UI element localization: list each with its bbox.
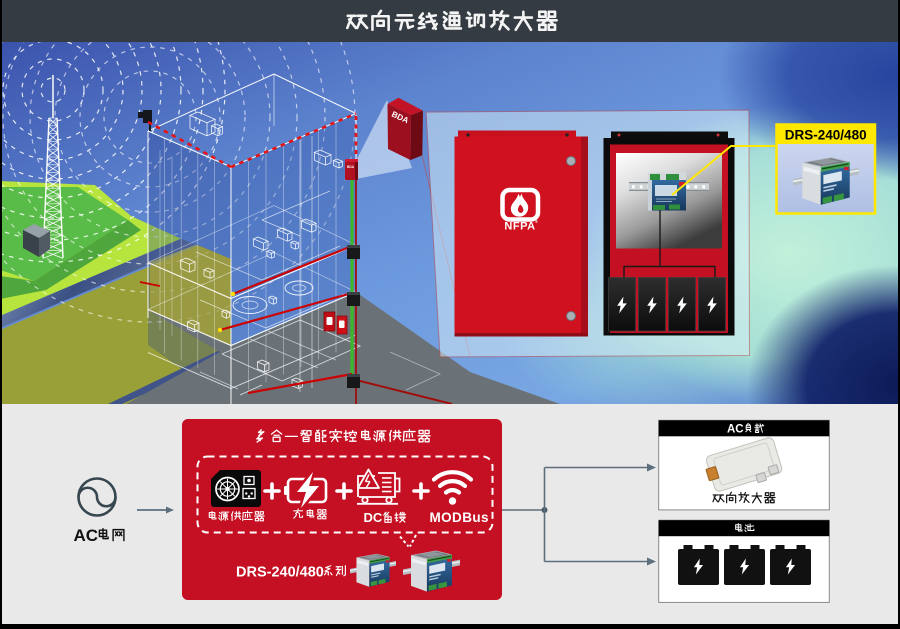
svg-text:DRS-240/480: DRS-240/480 (236, 565, 324, 581)
svg-text:AC: AC (727, 424, 744, 436)
svg-text:BDA: BDA (347, 165, 355, 169)
svg-text:MODBus: MODBus (430, 510, 489, 525)
svg-text:DC: DC (364, 510, 383, 525)
svg-text:DRS-240/480: DRS-240/480 (785, 128, 867, 143)
svg-text:NFPA: NFPA (504, 221, 535, 233)
svg-text:®: ® (535, 219, 538, 224)
svg-text:AC: AC (74, 526, 99, 545)
